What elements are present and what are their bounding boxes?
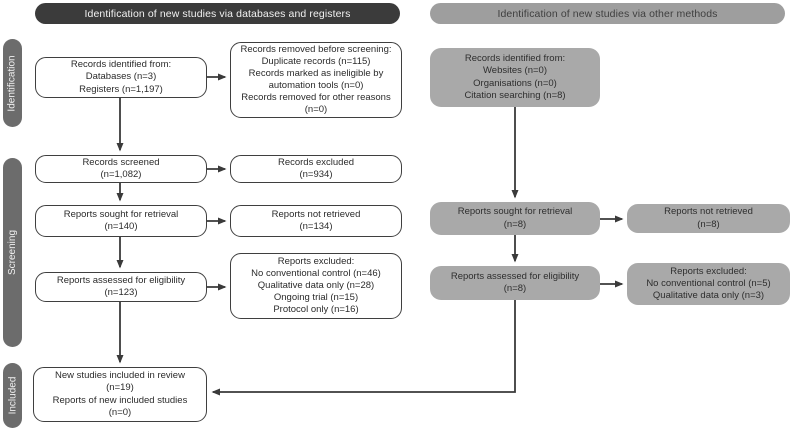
box-reports-assessed-databases: Reports assessed for eligibility (n=123) (35, 272, 207, 302)
box-records-excluded: Records excluded (n=934) (230, 155, 402, 183)
box-new-studies-included: New studies included in review (n=19) Re… (33, 367, 207, 422)
box-records-identified-databases: Records identified from: Databases (n=3)… (35, 57, 207, 98)
box-reports-not-retrieved-databases: Reports not retrieved (n=134) (230, 205, 402, 237)
stage-pill-identification: Identification (3, 39, 22, 127)
header-databases-registers: Identification of new studies via databa… (35, 3, 400, 24)
stage-pill-screening: Screening (3, 158, 22, 347)
header-other-methods: Identification of new studies via other … (430, 3, 785, 24)
box-records-identified-other: Records identified from: Websites (n=0) … (430, 48, 600, 107)
stage-label-identification: Identification (7, 54, 18, 112)
stage-pill-included: Included (3, 363, 22, 428)
box-reports-excluded-databases: Reports excluded: No conventional contro… (230, 253, 402, 319)
stage-label-screening: Screening (7, 229, 18, 276)
box-reports-excluded-other: Reports excluded: No conventional contro… (627, 263, 790, 305)
box-reports-assessed-other: Reports assessed for eligibility (n=8) (430, 266, 600, 300)
box-reports-not-retrieved-other: Reports not retrieved (n=8) (627, 204, 790, 233)
box-reports-sought-databases: Reports sought for retrieval (n=140) (35, 205, 207, 237)
stage-label-included: Included (7, 376, 18, 415)
box-records-removed-before-screening: Records removed before screening: Duplic… (230, 42, 402, 118)
box-records-screened: Records screened (n=1,082) (35, 155, 207, 183)
box-reports-sought-other: Reports sought for retrieval (n=8) (430, 202, 600, 235)
